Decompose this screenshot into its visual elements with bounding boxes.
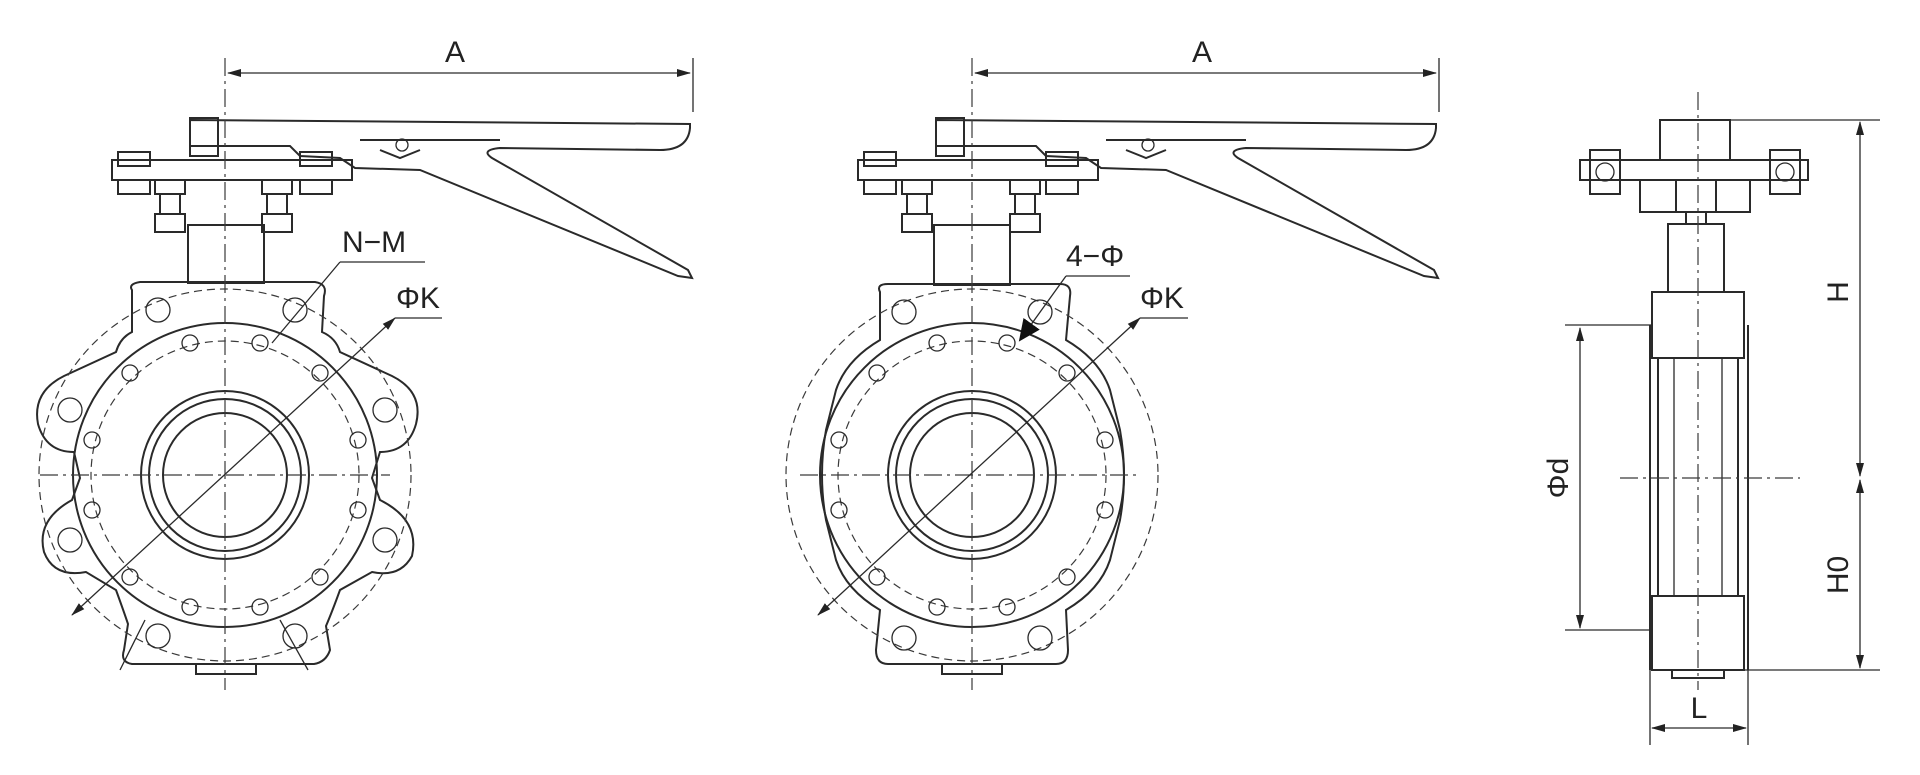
gland-bolts-2 [901, 179, 1041, 233]
label-h0: H0 [1822, 556, 1855, 594]
label-n-m: N−M [342, 226, 406, 259]
label-phik-2: ΦK [1140, 282, 1184, 315]
dim-line-k1 [71, 317, 396, 616]
label-phik-1: ΦK [396, 282, 440, 315]
stem-top [1659, 119, 1731, 161]
handle-lever-2 [935, 118, 1440, 280]
view-lug-type: A N−M ΦK [36, 36, 694, 690]
label-4-phi: 4−Φ [1066, 240, 1124, 273]
label-h: H [1822, 281, 1855, 303]
bottom-boss [195, 663, 257, 675]
handle-latch [189, 117, 219, 157]
label-l: L [1691, 692, 1708, 725]
handle-lever [189, 118, 694, 280]
label-phi-d: Φd [1542, 458, 1575, 499]
label-a-1: A [445, 36, 465, 69]
neck [187, 224, 265, 284]
leader-4phi [1018, 275, 1067, 342]
label-a-2: A [1192, 36, 1212, 69]
top-plate-2 [857, 159, 1099, 181]
top-plate [111, 159, 353, 181]
wafer-body-outline [821, 283, 1125, 665]
side-neck [1667, 223, 1725, 293]
view-wafer-type: A 4−Φ ΦK [785, 36, 1440, 690]
view-side: H H0 Φd L [1542, 92, 1880, 745]
handle-latch-2 [935, 117, 965, 157]
lug-holes [57, 297, 398, 649]
gland-bolts [154, 179, 293, 233]
dim-line-k2 [817, 317, 1141, 616]
